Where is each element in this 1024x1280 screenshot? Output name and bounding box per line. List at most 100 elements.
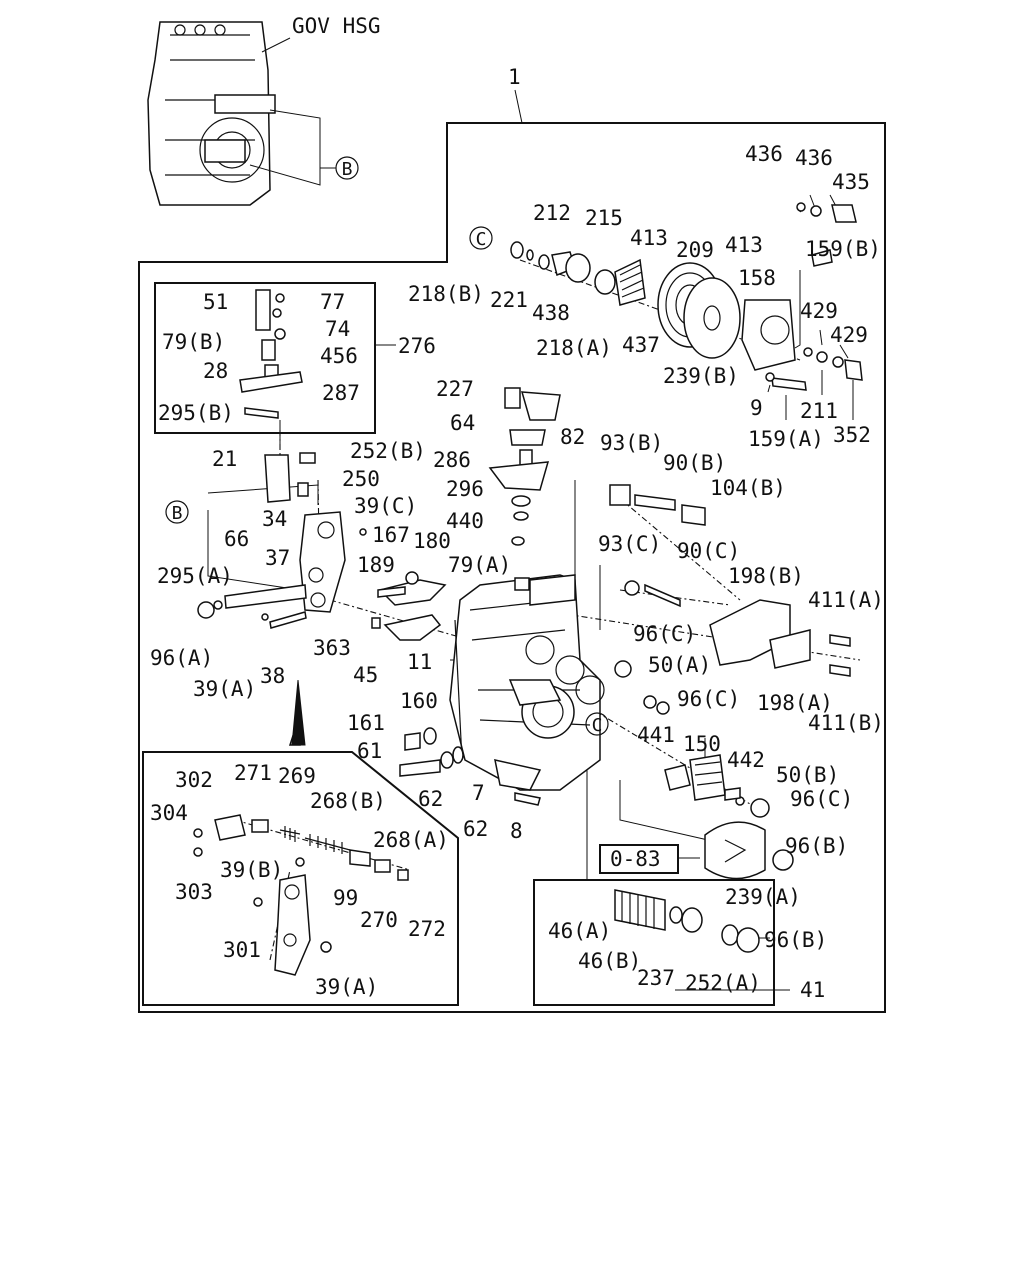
housing-side-parts (288, 484, 851, 880)
part-label: 435 (832, 170, 870, 194)
part-label: 411(A) (808, 588, 884, 612)
part-label: 239(A) (725, 885, 801, 909)
ref-mark-B-text: B (172, 503, 183, 524)
part-label: 96(B) (764, 928, 827, 952)
part-label: 82 (560, 425, 585, 449)
part-label: 438 (532, 301, 570, 325)
part-label: 269 (278, 764, 316, 788)
part-label: 45 (353, 663, 378, 687)
part-label: 41 (800, 978, 825, 1002)
sub-assembly-41-frame (533, 879, 775, 1006)
part-label: 437 (622, 333, 660, 357)
part-label: 440 (446, 509, 484, 533)
part-label: 303 (175, 880, 213, 904)
part-label: 96(A) (150, 646, 213, 670)
part-label: 411(B) (808, 711, 884, 735)
part-label: 301 (223, 938, 261, 962)
part-label: 429 (830, 323, 868, 347)
ref-mark-B-text: B (342, 159, 353, 180)
ref-mark-C-text: C (592, 715, 603, 736)
part-label: 429 (800, 299, 838, 323)
part-label: 198(A) (757, 691, 833, 715)
part-number-labels: 436 436 435 212 215 413 209 413 159(B) 2… (150, 142, 884, 1002)
part-label: 96(C) (677, 687, 740, 711)
part-label: 456 (320, 344, 358, 368)
injection-pump-sketch (147, 21, 321, 206)
part-label: 96(C) (790, 787, 853, 811)
part-label: 198(B) (728, 564, 804, 588)
part-label: 39(A) (315, 975, 378, 999)
part-label: 62 (418, 787, 443, 811)
part-label: 104(B) (710, 476, 786, 500)
part-label: 50(A) (648, 653, 711, 677)
lever-sub-assembly-276 (239, 289, 303, 450)
part-label: 167 (372, 523, 410, 547)
part-label: 159(B) (805, 237, 881, 261)
part-label: 79(B) (162, 330, 225, 354)
part-label: 302 (175, 768, 213, 792)
ref-box-0-83 (599, 844, 679, 874)
part-label: 62 (463, 817, 488, 841)
part-label: 413 (630, 226, 668, 250)
part-label: 237 (637, 966, 675, 990)
part-label: 39(A) (193, 677, 256, 701)
part-label: 50(B) (776, 763, 839, 787)
part-label: 250 (342, 467, 380, 491)
governor-housing-body (449, 574, 605, 791)
part-label: 93(C) (598, 532, 661, 556)
ref-mark-C-body: C (585, 712, 609, 736)
part-label: 268(B) (310, 789, 386, 813)
part-label: 352 (833, 423, 871, 447)
part-label: 212 (533, 201, 571, 225)
part-label: 64 (450, 411, 475, 435)
part-label: 268(A) (373, 828, 449, 852)
part-label: 96(B) (785, 834, 848, 858)
lever-sub-assembly-lower (193, 814, 409, 976)
part-label: 286 (433, 448, 471, 472)
part-label: 221 (490, 288, 528, 312)
diagram-title: GOV HSG (292, 14, 381, 38)
part-label: 252(A) (685, 971, 761, 995)
part-label: 46(A) (548, 919, 611, 943)
linkage-parts (197, 452, 447, 641)
part-label: 8 (510, 819, 523, 843)
part-label: 441 (637, 723, 675, 747)
ref-mark-C-top: C (469, 226, 493, 250)
part-label: 218(B) (408, 282, 484, 306)
part-label: 96(C) (633, 622, 696, 646)
part-label: 11 (407, 650, 432, 674)
part-label: 21 (212, 447, 237, 471)
part-label: 276 (398, 334, 436, 358)
part-label: 34 (262, 507, 287, 531)
part-label: 209 (676, 238, 714, 262)
part-label: 46(B) (578, 949, 641, 973)
part-label: 77 (320, 290, 345, 314)
ref-mark-B-top: B (335, 156, 359, 180)
part-label: 270 (360, 908, 398, 932)
part-label: 51 (203, 290, 228, 314)
part-label: 413 (725, 233, 763, 257)
lever-286-group (488, 387, 561, 546)
ref-mark-B-left: B (165, 500, 189, 524)
part-label: 160 (400, 689, 438, 713)
part-label: 287 (322, 381, 360, 405)
part-label: 189 (357, 553, 395, 577)
part-label: 158 (738, 266, 776, 290)
part-label: 295(A) (157, 564, 233, 588)
part-label: 227 (436, 377, 474, 401)
ref-box-0-83-text: 0-83 (610, 847, 661, 871)
part-label: 61 (357, 739, 382, 763)
part-label: 39(B) (220, 858, 283, 882)
main-assembly-frame (138, 122, 886, 1013)
part-label: 37 (265, 546, 290, 570)
part-label: 363 (313, 636, 351, 660)
sub-assembly-276-frame (154, 282, 376, 434)
part-label: 218(A) (536, 336, 612, 360)
part-label: 28 (203, 359, 228, 383)
part-label: 161 (347, 711, 385, 735)
part-label: 7 (472, 781, 485, 805)
part-label: 296 (446, 477, 484, 501)
part-label: 271 (234, 761, 272, 785)
part-label: 272 (408, 917, 446, 941)
